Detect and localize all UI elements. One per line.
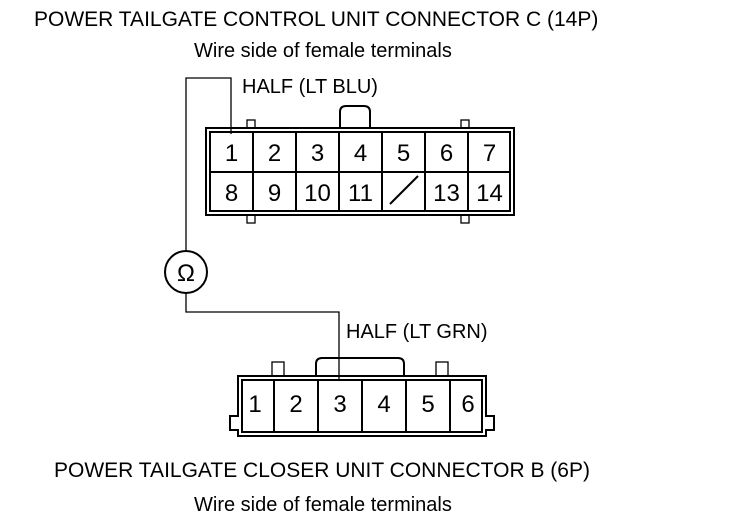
connector-c-pin: 3 (311, 140, 324, 167)
connector-b-body (229, 375, 495, 437)
connector-b-subtitle: Wire side of female terminals (194, 494, 452, 516)
connector-b-tab-left (271, 361, 285, 377)
connector-c-pin: 11 (348, 180, 373, 207)
connector-c-pin: 6 (440, 140, 453, 167)
connector-c-pin: 1 (225, 140, 238, 167)
connector-c-latch (339, 105, 371, 128)
connector-c-pin: 10 (304, 180, 331, 207)
connector-b-probe-wire-label: HALF (LT GRN) (346, 321, 488, 343)
connector-b-latch (315, 357, 405, 376)
connector-c-probe-wire-label: HALF (LT BLU) (242, 76, 378, 98)
probe-wire-b (185, 293, 340, 380)
connector-b-tab-right (435, 361, 449, 377)
connector-c-empty-cavity-12 (389, 175, 419, 205)
ohmmeter-icon: Ω (164, 250, 208, 294)
connector-c-tab-top-right (460, 119, 470, 129)
connector-b-pin: 4 (377, 391, 390, 418)
connector-c-pin: 8 (225, 180, 238, 207)
connector-b-pin: 6 (461, 391, 474, 418)
connector-c-pin: 2 (268, 140, 281, 167)
connector-c-pin: 13 (433, 180, 460, 207)
connector-b: 1 2 3 4 5 6 (229, 357, 495, 437)
connector-b-pin: 3 (333, 391, 346, 418)
connector-b-pin: 5 (421, 391, 434, 418)
connector-c-tab-top-left (246, 119, 256, 129)
connector-b-pin: 2 (289, 391, 302, 418)
connector-c-body (205, 127, 515, 216)
connector-c-pin: 9 (268, 180, 281, 207)
connector-b-pin: 1 (248, 391, 261, 418)
connector-c-pin: 7 (483, 140, 496, 167)
connector-c-col-dividers (252, 132, 469, 211)
connector-c-pin: 5 (397, 140, 410, 167)
connector-c-tab-bottom-left (246, 214, 256, 224)
connector-c-pin: 4 (354, 140, 367, 167)
connector-c-subtitle: Wire side of female terminals (194, 40, 452, 62)
ohm-symbol: Ω (177, 260, 195, 287)
connector-b-col-dividers (273, 380, 451, 432)
probe-wire-c (185, 77, 232, 250)
connector-c: 1 2 3 4 5 6 7 8 9 10 11 13 14 (205, 105, 515, 224)
connector-b-title: POWER TAILGATE CLOSER UNIT CONNECTOR B (… (54, 459, 590, 482)
connector-c-pin: 14 (476, 180, 503, 207)
connector-c-title: POWER TAILGATE CONTROL UNIT CONNECTOR C … (34, 8, 598, 31)
connector-c-tab-bottom-right (460, 214, 470, 224)
